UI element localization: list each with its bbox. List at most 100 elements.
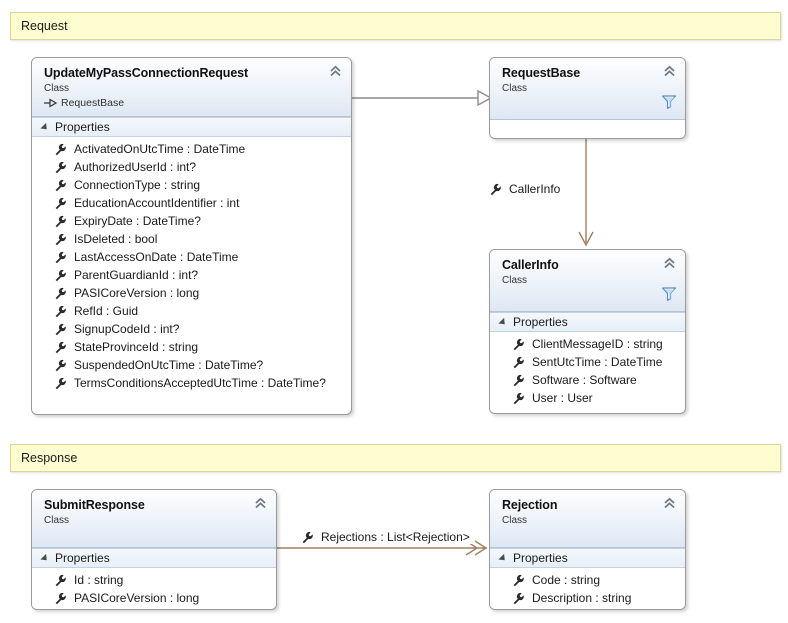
class-name: UpdateMyPassConnectionRequest	[44, 66, 249, 80]
wrench-icon	[55, 251, 66, 263]
member-row[interactable]: PASICoreVersion : long	[32, 284, 351, 302]
member-text: EducationAccountIdentifier : int	[74, 196, 240, 210]
connector-label-rejections[interactable]: Rejections : List<Rejection>	[299, 530, 472, 544]
class-caller-info[interactable]: CallerInfo Class Properties C	[489, 249, 686, 414]
member-row[interactable]: ClientMessageID : string	[490, 335, 685, 353]
wrench-icon	[513, 338, 524, 350]
class-request-base[interactable]: RequestBase Class	[489, 57, 686, 139]
wrench-icon	[513, 392, 524, 404]
section-header-properties[interactable]: Properties	[490, 548, 685, 568]
member-row[interactable]: User : User	[490, 389, 685, 407]
member-text: ConnectionType : string	[74, 178, 201, 192]
section-label: Properties	[55, 551, 110, 565]
member-text: RefId : Guid	[74, 304, 139, 318]
member-row[interactable]: ExpiryDate : DateTime?	[32, 212, 351, 230]
chevron-up-icon[interactable]	[253, 497, 268, 510]
connector-label-text: Rejections : List<Rejection>	[321, 530, 470, 544]
connector-association-requestbase-to-callerinfo[interactable]	[578, 139, 594, 247]
chevron-up-icon[interactable]	[328, 65, 343, 78]
wrench-icon	[55, 197, 66, 209]
class-name: CallerInfo	[502, 258, 559, 272]
wrench-icon	[55, 287, 66, 299]
class-header: UpdateMyPassConnectionRequest Class Requ…	[32, 58, 351, 117]
response-band[interactable]: Response	[10, 444, 781, 472]
member-list: Code : string Description : string	[490, 568, 685, 609]
chevron-up-icon[interactable]	[662, 257, 677, 270]
member-row[interactable]: Software : Software	[490, 371, 685, 389]
member-text: SentUtcTime : DateTime	[532, 355, 663, 369]
class-stereotype: Class	[502, 83, 528, 94]
section-header-properties[interactable]: Properties	[32, 117, 351, 137]
expander-triangle-icon	[40, 122, 50, 132]
connector-inheritance-update-to-requestbase[interactable]	[352, 89, 493, 107]
section-header-properties[interactable]: Properties	[32, 548, 276, 568]
member-list: ActivatedOnUtcTime : DateTime Authorized…	[32, 137, 351, 398]
section-header-properties[interactable]: Properties	[490, 312, 685, 332]
wrench-icon	[55, 233, 66, 245]
wrench-icon	[302, 531, 313, 543]
member-row[interactable]: AuthorizedUserId : int?	[32, 158, 351, 176]
class-update-my-pass-connection-request[interactable]: UpdateMyPassConnectionRequest Class Requ…	[31, 57, 352, 415]
connector-label-callerinfo[interactable]: CallerInfo	[487, 182, 563, 196]
member-row[interactable]: SignupCodeId : int?	[32, 320, 351, 338]
wrench-icon	[55, 269, 66, 281]
member-row[interactable]: ConnectionType : string	[32, 176, 351, 194]
member-row[interactable]: Description : string	[490, 589, 685, 607]
expander-triangle-icon	[498, 553, 508, 563]
member-row[interactable]: ActivatedOnUtcTime : DateTime	[32, 140, 351, 158]
member-row[interactable]: ParentGuardianId : int?	[32, 266, 351, 284]
wrench-icon	[55, 179, 66, 191]
class-base-reference[interactable]: RequestBase	[44, 96, 341, 110]
class-header: CallerInfo Class	[490, 250, 685, 312]
inheritance-arrow-icon	[44, 98, 57, 108]
member-row[interactable]: Id : string	[32, 571, 276, 589]
member-row[interactable]: LastAccessOnDate : DateTime	[32, 248, 351, 266]
class-rejection[interactable]: Rejection Class Properties Code : string…	[489, 489, 686, 610]
member-text: AuthorizedUserId : int?	[74, 160, 197, 174]
member-text: Code : string	[532, 573, 601, 587]
wrench-icon	[513, 574, 524, 586]
member-text: Description : string	[532, 591, 632, 605]
expander-triangle-icon	[498, 317, 508, 327]
member-list: ClientMessageID : string SentUtcTime : D…	[490, 332, 685, 413]
member-text: Software : Software	[532, 373, 637, 387]
chevron-up-icon[interactable]	[662, 497, 677, 510]
chevron-up-icon[interactable]	[662, 65, 677, 78]
expander-triangle-icon	[40, 553, 50, 563]
member-row[interactable]: EducationAccountIdentifier : int	[32, 194, 351, 212]
wrench-icon	[55, 305, 66, 317]
class-stereotype: Class	[502, 515, 528, 526]
member-row[interactable]: StateProvinceId : string	[32, 338, 351, 356]
class-header: SubmitResponse Class	[32, 490, 276, 548]
member-text: SuspendedOnUtcTime : DateTime?	[74, 358, 264, 372]
member-row[interactable]: RefId : Guid	[32, 302, 351, 320]
member-row[interactable]: IsDeleted : bool	[32, 230, 351, 248]
section-label: Properties	[513, 315, 568, 329]
wrench-icon	[55, 161, 66, 173]
wrench-icon	[55, 341, 66, 353]
member-text: Id : string	[74, 573, 124, 587]
wrench-icon	[490, 183, 501, 195]
wrench-icon	[55, 323, 66, 335]
class-submit-response[interactable]: SubmitResponse Class Properties Id : str…	[31, 489, 277, 610]
class-stereotype: Class	[502, 275, 528, 286]
request-band[interactable]: Request	[10, 12, 781, 40]
filter-icon[interactable]	[661, 94, 677, 109]
class-name: RequestBase	[502, 66, 581, 80]
wrench-icon	[55, 215, 66, 227]
member-text: PASICoreVersion : long	[74, 591, 200, 605]
member-row[interactable]: Code : string	[490, 571, 685, 589]
section-label: Properties	[55, 120, 110, 134]
wrench-icon	[55, 359, 66, 371]
filter-icon[interactable]	[661, 286, 677, 301]
member-row[interactable]: TermsConditionsAcceptedUtcTime : DateTim…	[32, 374, 351, 392]
member-text: User : User	[532, 391, 593, 405]
member-row[interactable]: SuspendedOnUtcTime : DateTime?	[32, 356, 351, 374]
member-row[interactable]: PASICoreVersion : long	[32, 589, 276, 607]
member-text: IsDeleted : bool	[74, 232, 158, 246]
member-row[interactable]: SentUtcTime : DateTime	[490, 353, 685, 371]
wrench-icon	[55, 574, 66, 586]
class-empty-body	[490, 120, 685, 138]
member-text: TermsConditionsAcceptedUtcTime : DateTim…	[74, 376, 326, 390]
